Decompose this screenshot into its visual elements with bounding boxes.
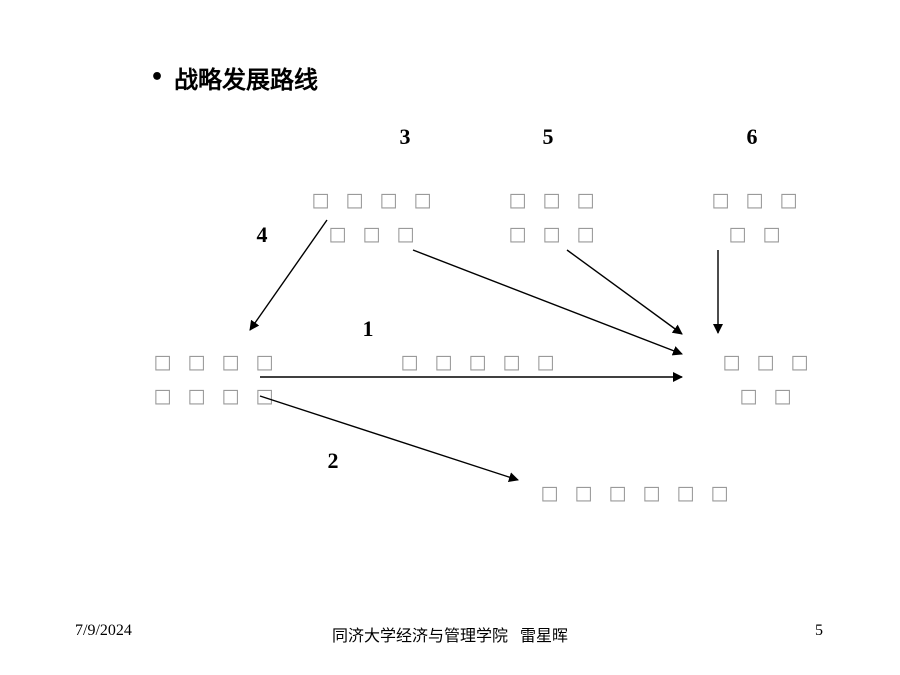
node-top-middle-line-1: □ □ □ — [508, 189, 600, 211]
node-origin-line-1: □ □ □ □ — [153, 351, 279, 373]
footer-page-number: 5 — [815, 622, 823, 639]
node-target-line-1: □ □ □ — [722, 351, 814, 373]
node-top-middle-line-2: □ □ □ — [508, 223, 600, 245]
node-top-left-line-1: □ □ □ □ — [311, 189, 437, 211]
node-top-middle: □ □ □ □ □ □ — [509, 183, 600, 251]
route-number-1: 1 — [362, 316, 374, 341]
arrow-4 — [249, 219, 328, 331]
node-top-right: □ □ □ □ □ — [712, 183, 803, 251]
slide-heading: • 战略发展路线 — [150, 60, 318, 95]
node-origin: □ □ □ □ □ □ □ □ — [154, 345, 279, 413]
node-target-line-2: □ □ — [739, 385, 797, 407]
node-top-right-line-1: □ □ □ — [711, 189, 803, 211]
node-top-right-line-2: □ □ — [728, 223, 786, 245]
footer-date: 7/9/2024 — [75, 622, 132, 639]
route-number-6: 6 — [746, 124, 758, 149]
route-number-4: 4 — [256, 222, 268, 247]
footer-institution: 同济大学经济与管理学院 雷星晖 — [331, 628, 569, 645]
path-label: □ □ □ □ □ — [400, 351, 560, 373]
node-origin-line-2: □ □ □ □ — [153, 385, 279, 407]
heading-text: 战略发展路线 — [174, 66, 319, 94]
node-top-left-line-2: □ □ □ — [328, 223, 420, 245]
node-target: □ □ □ □ □ — [723, 345, 814, 413]
route-number-5: 5 — [542, 124, 554, 149]
bullet-icon: • — [150, 65, 165, 90]
node-top-left: □ □ □ □ □ □ □ — [312, 183, 437, 251]
route-number-3: 3 — [399, 124, 411, 149]
arrow-5 — [566, 249, 683, 335]
node-lower-target: □ □ □ □ □ □ — [540, 482, 734, 504]
route-number-2: 2 — [327, 448, 339, 473]
arrow-2 — [259, 395, 519, 482]
arrow-3 — [412, 249, 683, 356]
